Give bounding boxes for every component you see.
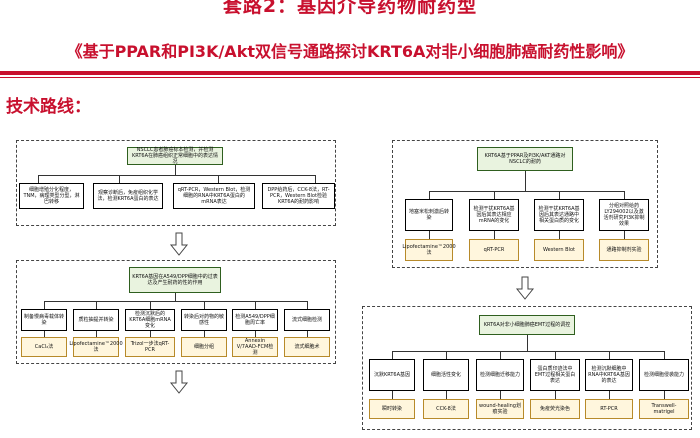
right-top-method-2: qRT-PCR — [469, 239, 519, 261]
down-arrow-icon — [169, 232, 189, 256]
middle-left-branch-1 — [44, 301, 45, 309]
middle-left-connector-v — [175, 293, 176, 301]
middle-left-link-6 — [307, 331, 308, 337]
right-bottom-step-1: 沉默KRT6A基因 — [369, 359, 415, 391]
right-top-link-2 — [494, 231, 495, 239]
section-title: 技术路线： — [6, 97, 91, 117]
middle-left-link-4 — [204, 331, 205, 337]
right-bottom-link-4 — [555, 391, 556, 399]
right-top-connector-h — [429, 191, 624, 192]
right-top-step-1: 地塞米松刺激后转染 — [405, 199, 453, 231]
middle-left-step-1: 制备慢病毒载体转染 — [21, 309, 67, 331]
top-left-connector-h — [38, 175, 315, 176]
right-top-step-2: 检测干扰KRT6A基因后其表达相应mRNA的变化 — [469, 199, 519, 231]
right-bottom-method-1: 瞬时转染 — [369, 399, 415, 419]
right-top-method-1: Lipofectamine™2000法 — [402, 239, 456, 261]
paper-headline: 《基于PPAR和PI3K/Akt双信号通路探讨KRT6A对非小细胞肺癌耐药性影响… — [66, 42, 634, 61]
right-top-branch-2 — [494, 191, 495, 199]
middle-left-step-6: 流式细胞检测 — [284, 309, 330, 331]
headline-divider-thin — [0, 77, 700, 78]
right-bottom-step-2: 细胞活性变化 — [423, 359, 469, 391]
top-left-step-3: qRT-PCR，Western Blot，检测细胞的RNA中KRT6A蛋白的mR… — [173, 183, 255, 209]
middle-left-method-6: 流式细胞术 — [284, 337, 330, 357]
right-bottom-method-2: CCK-8法 — [423, 399, 469, 419]
down-arrow-icon — [515, 276, 535, 300]
panel-right-bottom: KRT6A对非小细胞肺癌EMT过程的调控 沉默KRT6A基因 细胞活性变化 检测… — [362, 306, 692, 430]
right-bottom-link-3 — [500, 391, 501, 399]
middle-left-link-3 — [150, 331, 151, 337]
panel-middle-left: KRT6A基因在A549/DPP细胞中的过表达及产生耐药的性的作用 制备慢病毒载… — [16, 260, 336, 364]
right-bottom-root-box: KRT6A对非小细胞肺癌EMT过程的调控 — [479, 315, 575, 335]
middle-left-method-4: 细胞分组 — [181, 337, 227, 357]
right-bottom-step-4: 蛋白质印迹法中EMT过程相关蛋白表达 — [530, 359, 580, 391]
right-bottom-method-3: wound-healing划痕实验 — [476, 399, 524, 419]
right-bottom-step-6: 检测细胞侵袭能力 — [639, 359, 689, 391]
slide-top-cropped-title: 套路2：基因介导药物耐药型 — [222, 0, 478, 17]
right-top-step-3: 检测干扰KRT6A基因后其表达通路中相关蛋白质的变化 — [534, 199, 584, 231]
right-bottom-method-5: RT-PCR — [585, 399, 633, 419]
right-top-branch-4 — [624, 191, 625, 199]
right-bottom-branch-1 — [392, 351, 393, 359]
panel-right-top: KRT6A基于PPAR及PI3K/AKT通路对NSCLC的耐药 地塞米松刺激后转… — [392, 140, 658, 268]
right-bottom-connector-v — [527, 335, 528, 351]
middle-left-step-3: 检测沉默后的KRT6A细胞mRNA变化 — [125, 309, 175, 331]
middle-left-branch-5 — [255, 301, 256, 309]
right-bottom-link-6 — [664, 391, 665, 399]
middle-left-connector-h — [44, 301, 307, 302]
top-left-root-box: NSCLC患者肺癌标本检测，并检测KRT6A在肺癌组织正常细胞中的表达情况 — [127, 147, 223, 165]
right-top-method-3: Western Blot — [534, 239, 584, 261]
right-bottom-link-5 — [609, 391, 610, 399]
middle-left-link-5 — [255, 331, 256, 337]
middle-left-link-1 — [44, 331, 45, 337]
middle-left-link-2 — [96, 331, 97, 337]
right-bottom-branch-4 — [555, 351, 556, 359]
top-left-branch-4 — [315, 175, 316, 183]
down-arrow-icon — [169, 370, 189, 394]
middle-left-step-5: 检测A549/DPP细胞周亡率 — [232, 309, 278, 331]
middle-left-step-2: 质粒抽提并转染 — [73, 309, 119, 331]
middle-left-branch-3 — [150, 301, 151, 309]
top-left-branch-2 — [119, 175, 120, 183]
right-top-connector-v — [525, 171, 526, 191]
top-left-step-4: DPP给药后，CCK-8法，RT-PCR，Western Blot检验KRT6A… — [262, 183, 335, 209]
right-bottom-link-2 — [446, 391, 447, 399]
right-top-branch-3 — [559, 191, 560, 199]
middle-left-step-4: 转染后对药物的敏感性 — [181, 309, 227, 331]
right-bottom-method-6: Transwell-matrigel — [639, 399, 689, 419]
right-top-link-4 — [624, 231, 625, 239]
right-bottom-connector-h — [392, 351, 664, 352]
right-top-link-3 — [559, 231, 560, 239]
right-bottom-step-5: 检测沉默细胞中RNA中KRT6A基因的表达 — [585, 359, 633, 391]
middle-left-branch-4 — [204, 301, 205, 309]
right-bottom-link-1 — [392, 391, 393, 399]
right-bottom-branch-6 — [664, 351, 665, 359]
middle-left-root-box: KRT6A基因在A549/DPP细胞中的过表达及产生耐药的性的作用 — [129, 267, 221, 293]
middle-left-method-3: Trizol一步法qRT-PCR — [125, 337, 175, 357]
top-left-branch-3 — [218, 175, 219, 183]
middle-left-method-2: Lipofectamine™2000法 — [69, 337, 123, 357]
top-left-step-1: 细胞增殖分化程度，TNM，病理类型分型，淋巴转移 — [19, 183, 84, 209]
right-top-step-4: 分组对照给药LY294002以及激活剂研究PI3K抑制效果 — [599, 199, 649, 231]
top-left-connector-v — [175, 165, 176, 175]
right-top-link-1 — [429, 231, 430, 239]
middle-left-branch-6 — [307, 301, 308, 309]
middle-left-branch-2 — [96, 301, 97, 309]
right-top-branch-1 — [429, 191, 430, 199]
middle-left-method-1: CaCl₂法 — [21, 337, 67, 357]
top-left-branch-1 — [38, 175, 39, 183]
middle-left-method-5: Annexin V/7AAD-FCM检测 — [232, 337, 278, 357]
right-top-root-box: KRT6A基于PPAR及PI3K/AKT通路对NSCLC的耐药 — [477, 147, 573, 171]
right-bottom-branch-2 — [446, 351, 447, 359]
right-bottom-method-4: 免疫荧光染色 — [530, 399, 580, 419]
right-bottom-branch-5 — [609, 351, 610, 359]
right-bottom-step-3: 检测细胞迁移能力 — [476, 359, 524, 391]
panel-top-left: NSCLC患者肺癌标本检测，并检测KRT6A在肺癌组织正常细胞中的表达情况 细胞… — [16, 140, 336, 226]
top-left-step-2: 观察诊断后，免疫组织化学法，检测KRT6A蛋白的表达 — [93, 183, 163, 209]
headline-divider-thick — [0, 71, 700, 75]
right-bottom-branch-3 — [500, 351, 501, 359]
right-top-method-4: 通路抑制剂实验 — [599, 239, 649, 261]
